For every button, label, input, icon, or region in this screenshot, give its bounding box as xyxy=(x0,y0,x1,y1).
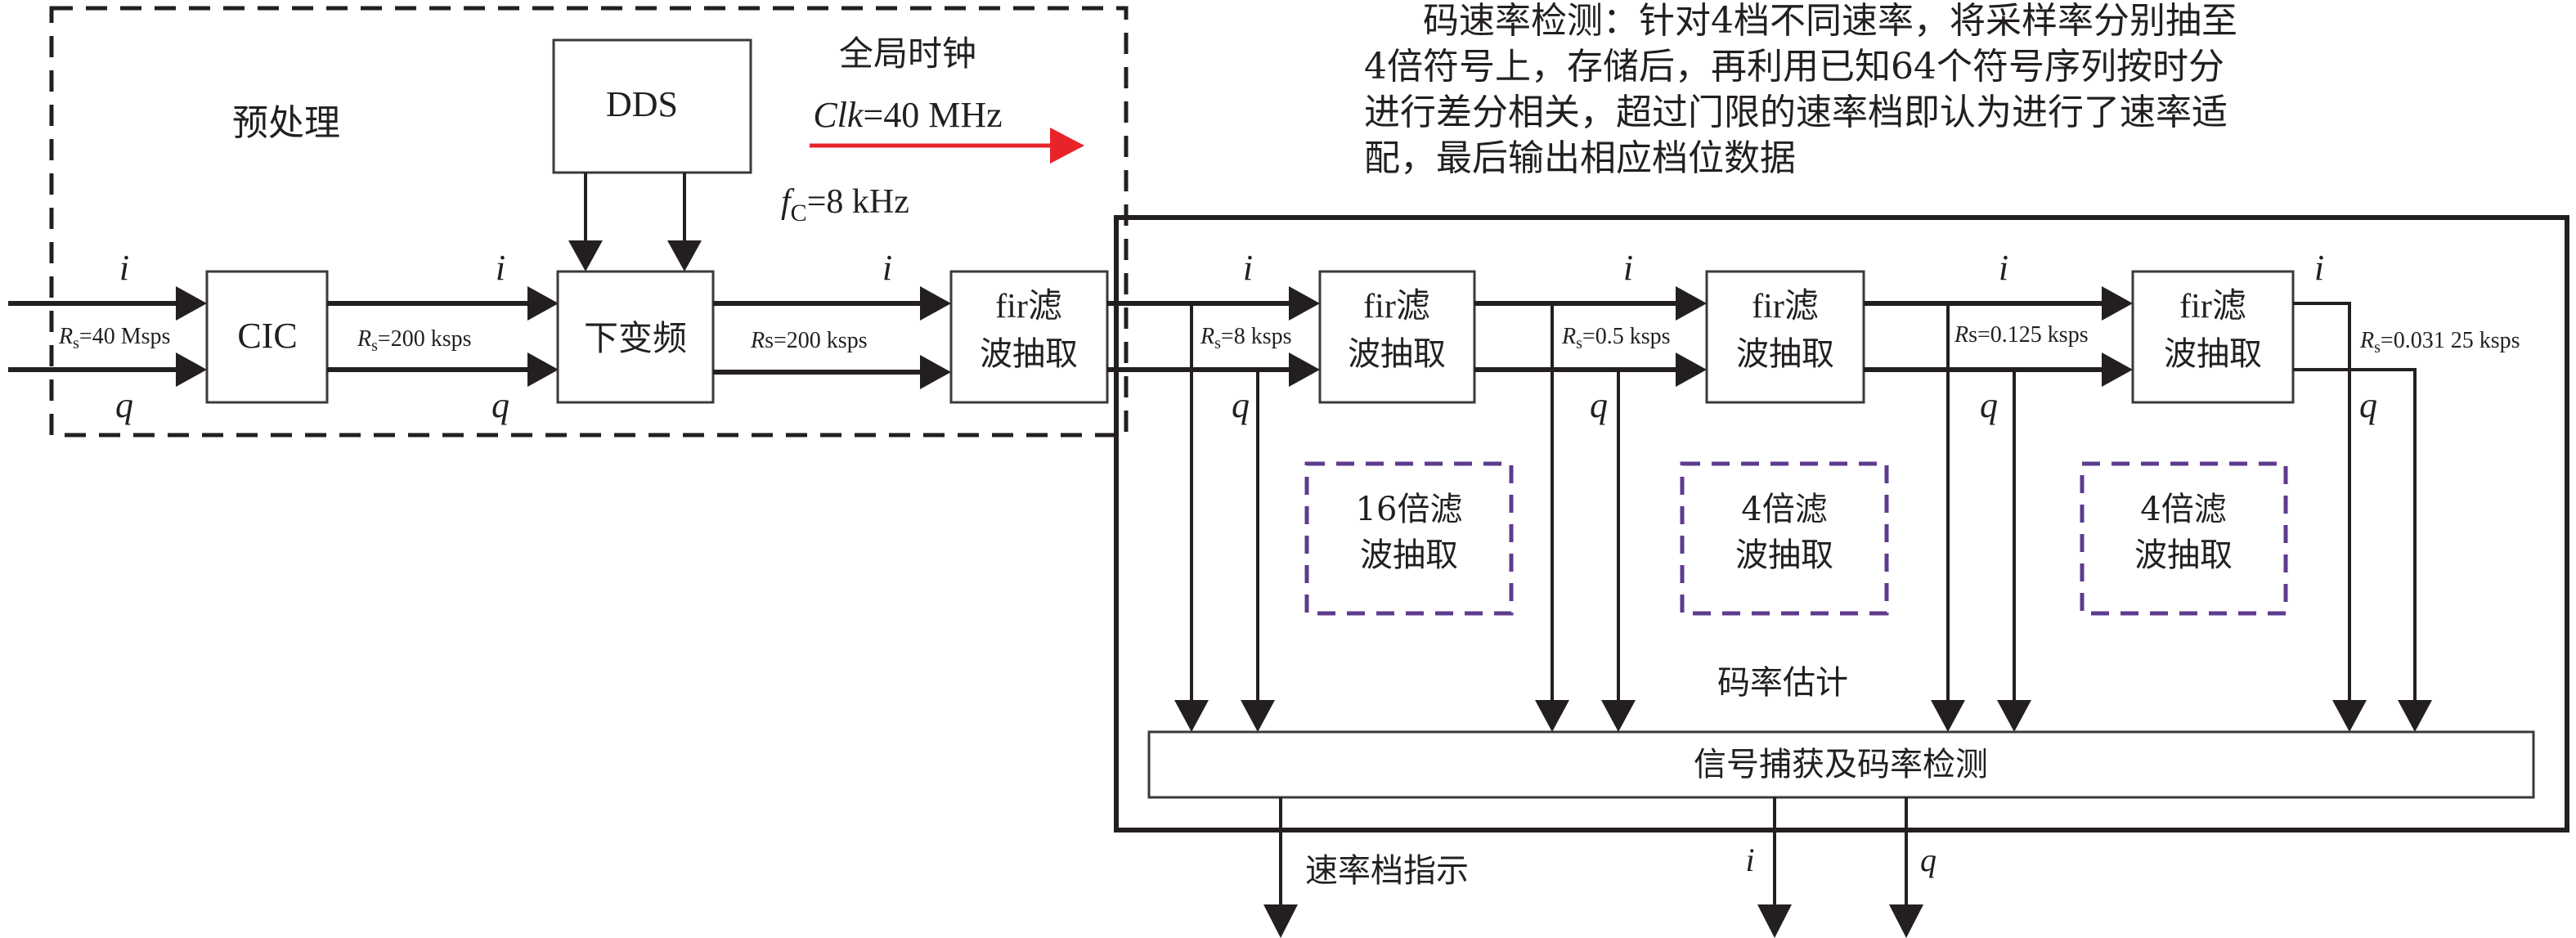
clock-frequency-label: Clk=40 MHz xyxy=(813,95,1002,135)
rate-label-input: Rs=40 Msps xyxy=(58,324,170,352)
stage1-i-label: i xyxy=(1243,248,1253,288)
cic-q-arrowhead-icon xyxy=(527,352,559,387)
output-i-arrowhead-icon xyxy=(1757,904,1792,938)
stage4-q-label: q xyxy=(2359,385,2377,425)
description-line-1: 码速率检测：针对4档不同速率，将采样率分别抽至 xyxy=(1423,0,2237,42)
stage3-i-arrowhead-icon xyxy=(2102,286,2133,321)
output-q-arrowhead-icon xyxy=(1889,904,1923,938)
fir-block-2-line2: 波抽取 xyxy=(1348,335,1446,373)
rate-indicator-label: 速率档指示 xyxy=(1305,852,1469,890)
rate-label-stage4: Rs=0.031 25 ksps xyxy=(2359,328,2520,357)
rate-label-stage1: Rs=8 ksps xyxy=(1200,324,1292,352)
cic-i-label: i xyxy=(496,248,505,288)
fir-block-3: fir滤 波抽取 xyxy=(1705,270,1865,404)
stage4-i-line xyxy=(2293,302,2351,702)
cic-i-arrowhead-icon xyxy=(527,286,559,321)
fir-block-1: fir滤 波抽取 xyxy=(949,270,1109,404)
stage2-q-arrowhead-icon xyxy=(1676,352,1707,387)
stage4-i-label: i xyxy=(2314,248,2324,288)
stage3-q-label: q xyxy=(1980,385,1998,425)
fir-block-2-line1: fir滤 xyxy=(1363,288,1430,325)
stage1-q-label: q xyxy=(1232,385,1250,425)
fir-block-3-line2: 波抽取 xyxy=(1736,335,1834,373)
fir-block-3-line1: fir滤 xyxy=(1752,288,1819,325)
stage2-i-label: i xyxy=(1623,248,1633,288)
fc-value: =8 kHz xyxy=(807,183,909,221)
tap-arrowheads xyxy=(1174,700,2432,732)
input-q-label: q xyxy=(115,385,133,425)
carrier-frequency-label: fC=8 kHz xyxy=(781,183,909,227)
rate-indicator-arrowhead-icon xyxy=(1263,904,1298,938)
tap-arrowhead-icon xyxy=(1997,700,2031,732)
description-line-4: 配，最后输出相应档位数据 xyxy=(1364,137,1796,179)
tap-arrowhead-icon xyxy=(2332,700,2367,732)
fir-block-2: fir滤 波抽取 xyxy=(1318,270,1476,404)
rate-label-stage3: Rs=0.125 ksps xyxy=(1954,322,2089,348)
global-clock-arrowhead-icon xyxy=(1050,128,1084,164)
dds-arrowhead-2-icon xyxy=(667,240,702,272)
rate-label-cic: Rs=200 ksps xyxy=(357,326,472,355)
dds-block xyxy=(552,38,752,174)
stage3-i-label: i xyxy=(1999,248,2008,288)
fir-block-1-line1: fir滤 xyxy=(995,288,1062,325)
tap-arrowhead-icon xyxy=(2398,700,2432,732)
tap-arrowhead-icon xyxy=(1535,700,1569,732)
decimation-group-1-line1: 16倍滤 xyxy=(1356,491,1463,528)
dc-i-arrowhead-icon xyxy=(920,286,951,321)
preprocessing-region xyxy=(49,6,1129,438)
tap-arrowhead-icon xyxy=(1931,700,1965,732)
dc-i-label: i xyxy=(882,248,892,288)
signal-acquisition-block xyxy=(1147,730,2535,799)
preprocessing-label: 预处理 xyxy=(232,102,340,144)
fc-sub: C xyxy=(791,200,807,227)
stage1-q-arrowhead-icon xyxy=(1289,352,1320,387)
stage2-q-label: q xyxy=(1590,385,1608,425)
stage4-q-line xyxy=(2293,368,2417,702)
decimation-group-3: 4倍滤 波抽取 xyxy=(2080,461,2288,616)
cic-label: CIC xyxy=(237,316,297,356)
fir-block-1-line2: 波抽取 xyxy=(980,335,1078,373)
cic-block xyxy=(205,270,329,404)
description-line-2: 4倍符号上，存储后，再利用已知64个符号序列按时分 xyxy=(1364,46,2224,88)
signal-acquisition-label: 信号捕获及码率检测 xyxy=(1694,746,1988,783)
fir-block-4-line1: fir滤 xyxy=(2179,288,2246,325)
decimation-group-2-line2: 波抽取 xyxy=(1735,536,1833,574)
input-q-arrowhead-icon xyxy=(176,352,207,387)
clock-var: Clk xyxy=(813,95,864,135)
tap-arrowhead-icon xyxy=(1241,700,1275,732)
output-q-label: q xyxy=(1920,842,1936,878)
decimation-group-2-line1: 4倍滤 xyxy=(1741,491,1827,528)
decimation-group-1: 16倍滤 波抽取 xyxy=(1304,461,1514,616)
decimation-group-3-line1: 4倍滤 xyxy=(2140,491,2226,528)
description-line-3: 进行差分相关，超过门限的速率档即认为进行了速率适 xyxy=(1364,92,2228,133)
output-i-label: i xyxy=(1745,842,1754,878)
cic-q-label: q xyxy=(491,385,509,425)
stage2-i-arrowhead-icon xyxy=(1676,286,1707,321)
stage3-q-arrowhead-icon xyxy=(2102,352,2133,387)
global-clock-label: 全局时钟 xyxy=(839,34,976,74)
tap-arrowhead-icon xyxy=(1601,700,1636,732)
dds-label: DDS xyxy=(606,84,678,124)
decimation-group-2: 4倍滤 波抽取 xyxy=(1680,461,1889,616)
decimation-group-1-line2: 波抽取 xyxy=(1360,536,1458,574)
rate-label-dc: Rs=200 ksps xyxy=(750,328,868,353)
rate-label-stage2: Rs=0.5 ksps xyxy=(1561,324,1671,352)
input-i-arrowhead-icon xyxy=(176,286,207,321)
dc-q-arrowhead-icon xyxy=(920,355,951,389)
input-i-label: i xyxy=(119,248,129,288)
fir-block-4: fir滤 波抽取 xyxy=(2131,270,2295,404)
rate-estimation-label: 码率估计 xyxy=(1717,664,1848,702)
decimation-group-3-line2: 波抽取 xyxy=(2134,536,2233,574)
rate-detection-description: 码速率检测：针对4档不同速率，将采样率分别抽至 4倍符号上，存储后，再利用已知6… xyxy=(1364,0,2237,179)
tap-arrowhead-icon xyxy=(1174,700,1209,732)
clock-value: =40 MHz xyxy=(863,95,1002,135)
fir-block-4-line2: 波抽取 xyxy=(2164,335,2262,373)
dds-arrowhead-1-icon xyxy=(568,240,603,272)
downconvert-block xyxy=(556,270,715,404)
stage1-i-arrowhead-icon xyxy=(1289,286,1320,321)
tap-lines xyxy=(1190,303,2016,703)
rate-estimation-region xyxy=(1114,215,2569,833)
downconvert-label: 下变频 xyxy=(584,318,687,358)
